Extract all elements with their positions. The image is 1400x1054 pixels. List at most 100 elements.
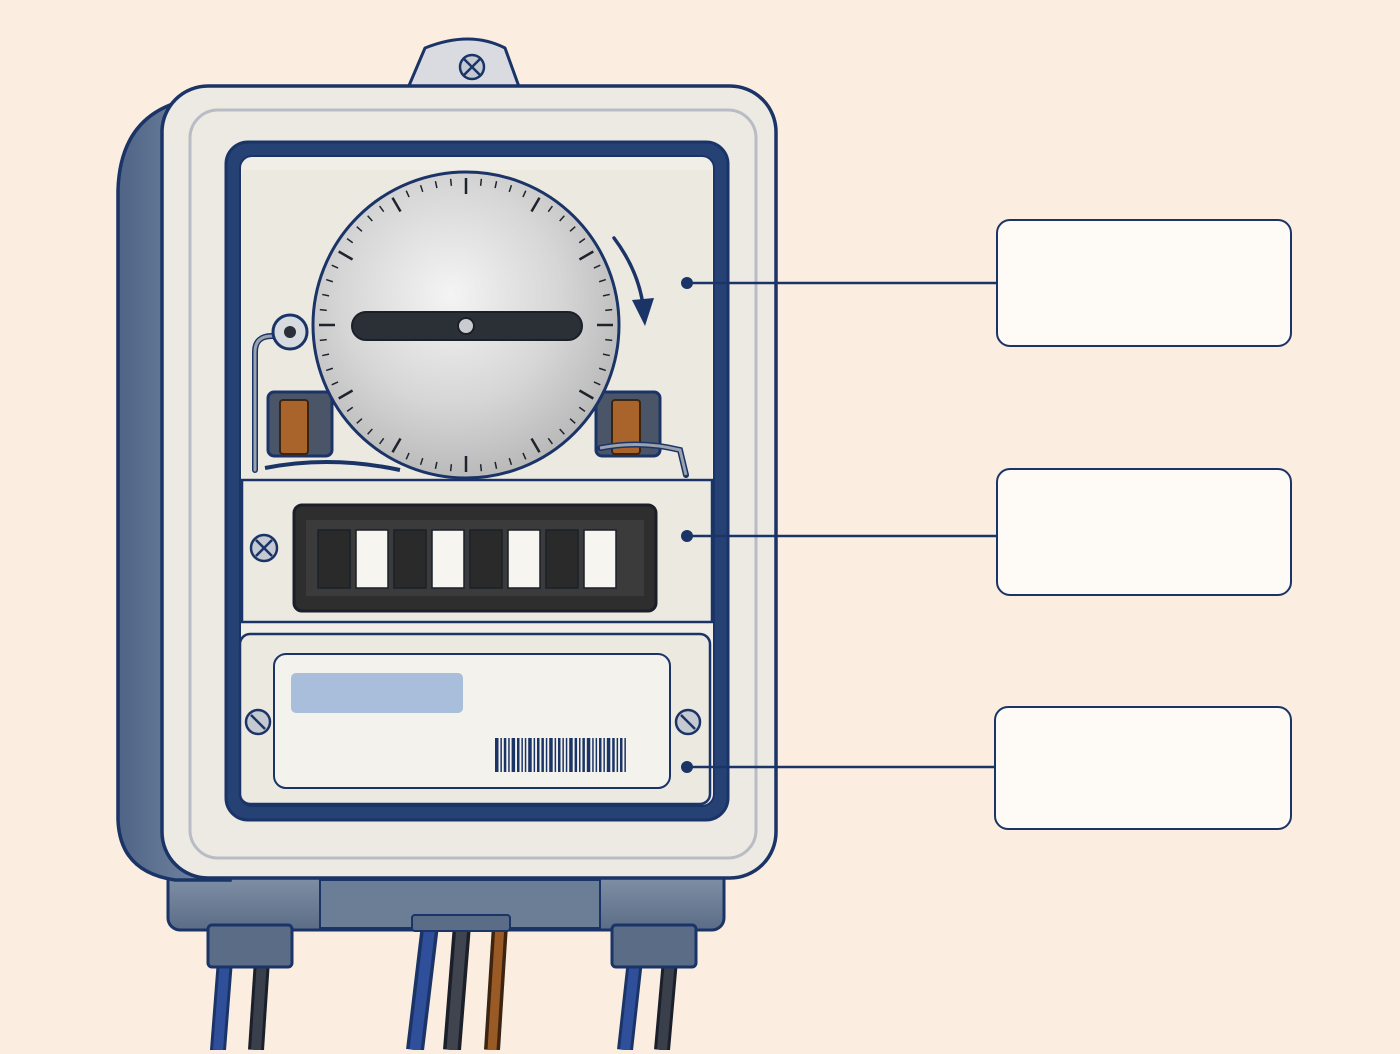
counter-digit-icon bbox=[393, 529, 427, 589]
disc-tick bbox=[331, 264, 339, 269]
barcode-bar bbox=[503, 738, 507, 772]
disc-tick bbox=[593, 264, 601, 269]
disc-tick bbox=[319, 338, 327, 342]
disc-tick bbox=[449, 464, 453, 472]
disc-tick bbox=[419, 457, 424, 466]
barcode-bar bbox=[586, 738, 591, 772]
barcode-bar bbox=[606, 738, 611, 772]
nameplate bbox=[273, 653, 671, 789]
disc-tick bbox=[530, 197, 541, 213]
disc-tick bbox=[547, 205, 554, 213]
disc-tick bbox=[325, 367, 334, 372]
disc-tick bbox=[449, 178, 453, 186]
barcode-bar bbox=[579, 738, 581, 772]
leader-line-2 bbox=[681, 530, 996, 542]
barcode-bar bbox=[521, 738, 523, 772]
disc-tick bbox=[598, 278, 607, 283]
counter-digit-icon bbox=[355, 529, 389, 589]
leader-line-3 bbox=[681, 761, 994, 773]
label-box-disc-chamber bbox=[996, 219, 1292, 347]
disc-tick bbox=[322, 353, 330, 357]
rotation-arrow-icon bbox=[612, 236, 654, 326]
counter-digits bbox=[317, 529, 617, 589]
counter-digit-icon bbox=[469, 529, 503, 589]
disc-tick bbox=[479, 178, 483, 186]
disc-tick bbox=[331, 381, 339, 386]
barcode-bar bbox=[562, 738, 564, 772]
counter-digit-icon bbox=[507, 529, 541, 589]
disc-tick bbox=[391, 197, 402, 213]
disc-tick bbox=[338, 250, 354, 261]
disc-tick bbox=[578, 389, 594, 400]
barcode-bar bbox=[595, 738, 598, 772]
disc-tick bbox=[605, 308, 613, 312]
disc-tick bbox=[578, 237, 586, 244]
disc-tick bbox=[434, 181, 438, 189]
barcode-bar bbox=[549, 738, 553, 772]
screw-icon bbox=[244, 708, 272, 736]
screw-icon bbox=[249, 533, 279, 563]
disc-tick bbox=[405, 452, 410, 460]
counter-digit-icon bbox=[545, 529, 579, 589]
barcode-bar bbox=[508, 738, 510, 772]
disc-tick bbox=[559, 215, 565, 222]
barcode-bar bbox=[528, 738, 532, 772]
disc-tick bbox=[605, 338, 613, 342]
barcode-bar bbox=[620, 738, 623, 772]
coil-assembly bbox=[252, 313, 689, 478]
disc-ticks bbox=[319, 178, 613, 472]
barcode-bar bbox=[495, 738, 499, 772]
barcode-bar bbox=[592, 738, 594, 772]
disc-tick bbox=[367, 215, 373, 222]
barcode-bar bbox=[603, 738, 605, 772]
label-box-nameplate bbox=[994, 706, 1292, 830]
disc-tick bbox=[378, 205, 385, 213]
counter-digit-icon bbox=[431, 529, 465, 589]
disc-tick bbox=[494, 181, 498, 189]
barcode-bar bbox=[616, 738, 619, 772]
terminal-block bbox=[166, 866, 726, 969]
disc-tick bbox=[578, 250, 594, 261]
barcode-bar bbox=[524, 738, 527, 772]
disc-tick bbox=[391, 437, 402, 453]
barcode-bar bbox=[569, 738, 573, 772]
screw-icon bbox=[674, 708, 702, 736]
barcode-bar bbox=[565, 738, 568, 772]
counter-digit-icon bbox=[317, 529, 351, 589]
disc-tick bbox=[593, 381, 601, 386]
nameplate-label-field bbox=[291, 673, 463, 713]
disc-tick bbox=[338, 389, 354, 400]
barcode-bar bbox=[612, 738, 615, 772]
disc-tick bbox=[508, 457, 513, 466]
disc-tick bbox=[479, 464, 483, 472]
disc-tick bbox=[356, 226, 363, 232]
disc-tick bbox=[434, 461, 438, 469]
disc-tick bbox=[602, 293, 610, 297]
disc-tick bbox=[325, 278, 334, 283]
disc-tick bbox=[522, 452, 527, 460]
disc-tick bbox=[319, 308, 327, 312]
barcode-bar bbox=[599, 738, 602, 772]
disc-tick bbox=[569, 226, 576, 232]
disc-tick bbox=[378, 437, 385, 445]
disc-tick bbox=[508, 184, 513, 193]
disc-tick bbox=[530, 437, 541, 453]
disc-tick bbox=[367, 428, 373, 435]
disc-tick bbox=[494, 461, 498, 469]
barcode-bar bbox=[554, 738, 557, 772]
counter-digit-icon bbox=[583, 529, 617, 589]
disc-tick bbox=[602, 353, 610, 357]
disc-tick bbox=[598, 367, 607, 372]
barcode-bar bbox=[517, 738, 520, 772]
disc-tick bbox=[522, 190, 527, 198]
leader-line-1 bbox=[681, 277, 996, 289]
barcode-bar bbox=[533, 738, 536, 772]
disc-tick bbox=[547, 437, 554, 445]
barcode-bar bbox=[541, 738, 544, 772]
disc-tick bbox=[356, 418, 363, 424]
disc-tick bbox=[322, 293, 330, 297]
disc-tick bbox=[559, 428, 565, 435]
barcode-bar bbox=[500, 738, 502, 772]
